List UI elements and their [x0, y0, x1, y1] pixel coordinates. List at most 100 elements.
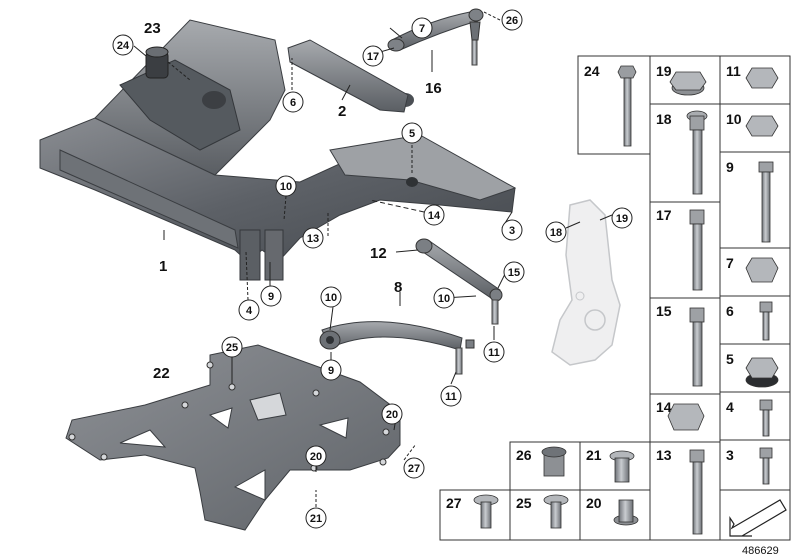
callout-15: 15 — [503, 261, 525, 283]
svg-text:3: 3 — [509, 225, 515, 237]
cell-24 — [577, 55, 651, 155]
grid-num-27: 27 — [446, 495, 462, 511]
svg-text:9: 9 — [268, 291, 274, 303]
label-8: 8 — [394, 279, 402, 296]
svg-text:20: 20 — [386, 409, 398, 421]
wishbone-8 — [319, 321, 475, 375]
grid-num-26: 26 — [516, 447, 532, 463]
callout-17: 17 — [362, 45, 384, 67]
callouts: 24 7 26 17 6 5 10 14 13 3 15 4 9 10 10 1… — [112, 9, 633, 529]
svg-text:5: 5 — [409, 128, 415, 140]
grid-num-17: 17 — [656, 207, 672, 223]
cell-9 — [719, 151, 791, 249]
document-id: 486629 — [742, 545, 779, 557]
grid-num-21: 21 — [586, 447, 602, 463]
callout-20-a: 20 — [381, 403, 403, 425]
svg-text:6: 6 — [290, 97, 296, 109]
grid-num-18: 18 — [656, 111, 672, 127]
grid-num-7: 7 — [726, 255, 734, 271]
callout-11-a: 11 — [483, 341, 505, 363]
underbody-protection-plate — [65, 344, 401, 531]
callout-19: 19 — [611, 207, 633, 229]
cell-3 — [719, 439, 791, 491]
callout-10-b: 10 — [320, 286, 342, 308]
callout-9-b: 9 — [320, 359, 342, 381]
label-12: 12 — [370, 245, 387, 262]
svg-text:25: 25 — [226, 342, 238, 354]
grid-num-25: 25 — [516, 495, 532, 511]
svg-text:24: 24 — [117, 40, 130, 52]
upper-wishbone — [387, 8, 484, 66]
svg-text:11: 11 — [488, 347, 500, 359]
callout-25: 25 — [221, 336, 243, 358]
svg-text:26: 26 — [506, 15, 518, 27]
svg-text:10: 10 — [438, 293, 450, 305]
callout-14: 14 — [423, 204, 445, 226]
callout-18: 18 — [545, 221, 567, 243]
grid-num-13: 13 — [656, 447, 672, 463]
svg-text:17: 17 — [367, 51, 379, 63]
svg-text:13: 13 — [307, 233, 319, 245]
svg-text:19: 19 — [616, 213, 628, 225]
callout-3: 3 — [501, 219, 523, 241]
svg-text:7: 7 — [419, 23, 425, 35]
rubber-mount — [145, 46, 169, 79]
grid-num-15: 15 — [656, 303, 672, 319]
callout-10-a: 10 — [275, 175, 297, 197]
wheel-carrier-outline — [551, 199, 621, 366]
callout-9-a: 9 — [260, 285, 282, 307]
svg-text:4: 4 — [246, 305, 253, 317]
grid-num-6: 6 — [726, 303, 734, 319]
label-1: 1 — [159, 258, 167, 275]
grid-num-3: 3 — [726, 447, 734, 463]
grid-num-14: 14 — [656, 399, 672, 415]
arrow-icon — [729, 499, 787, 537]
svg-text:15: 15 — [508, 267, 520, 279]
assembly-labels: 23 16 2 1 12 8 22 — [144, 20, 442, 382]
svg-text:20: 20 — [310, 451, 322, 463]
svg-text:14: 14 — [428, 210, 441, 222]
svg-text:10: 10 — [325, 292, 337, 304]
cell-20 — [579, 489, 651, 541]
grid-num-20: 20 — [586, 495, 602, 511]
grid-part-drawings — [473, 65, 779, 535]
callout-4: 4 — [238, 299, 260, 321]
label-16: 16 — [425, 80, 442, 97]
parts-grid — [439, 55, 791, 541]
grid-numbers: 24 19 11 18 10 9 17 7 15 6 5 14 4 26 21 … — [446, 63, 742, 511]
label-22: 22 — [153, 365, 170, 382]
callout-5: 5 — [401, 122, 423, 144]
callout-26: 26 — [501, 9, 523, 31]
cell-13 — [649, 441, 721, 541]
callout-10-c: 10 — [433, 287, 455, 309]
grid-num-19: 19 — [656, 63, 672, 79]
grid-num-4: 4 — [726, 399, 734, 415]
grid-num-11: 11 — [726, 63, 741, 79]
callout-21: 21 — [305, 507, 327, 529]
grid-num-10: 10 — [726, 111, 742, 127]
callout-6: 6 — [282, 91, 304, 113]
svg-text:10: 10 — [280, 181, 292, 193]
label-2: 2 — [338, 103, 346, 120]
cell-18 — [649, 103, 721, 203]
front-axle-subframe — [39, 19, 517, 281]
label-23: 23 — [144, 20, 161, 37]
callout-20-b: 20 — [305, 445, 327, 467]
svg-text:18: 18 — [550, 227, 562, 239]
svg-text:21: 21 — [310, 513, 322, 525]
svg-text:9: 9 — [328, 365, 334, 377]
grid-num-5: 5 — [726, 351, 734, 367]
callout-13: 13 — [302, 227, 324, 249]
callout-27: 27 — [403, 457, 425, 479]
svg-text:11: 11 — [445, 391, 457, 403]
wishbone-12 — [415, 238, 503, 325]
grid-num-24: 24 — [584, 63, 600, 79]
callout-24: 24 — [112, 34, 134, 56]
grid-num-9: 9 — [726, 159, 734, 175]
callout-7: 7 — [411, 17, 433, 39]
cell-17 — [649, 201, 721, 299]
callout-11-b: 11 — [440, 385, 462, 407]
tension-strut — [287, 39, 409, 113]
